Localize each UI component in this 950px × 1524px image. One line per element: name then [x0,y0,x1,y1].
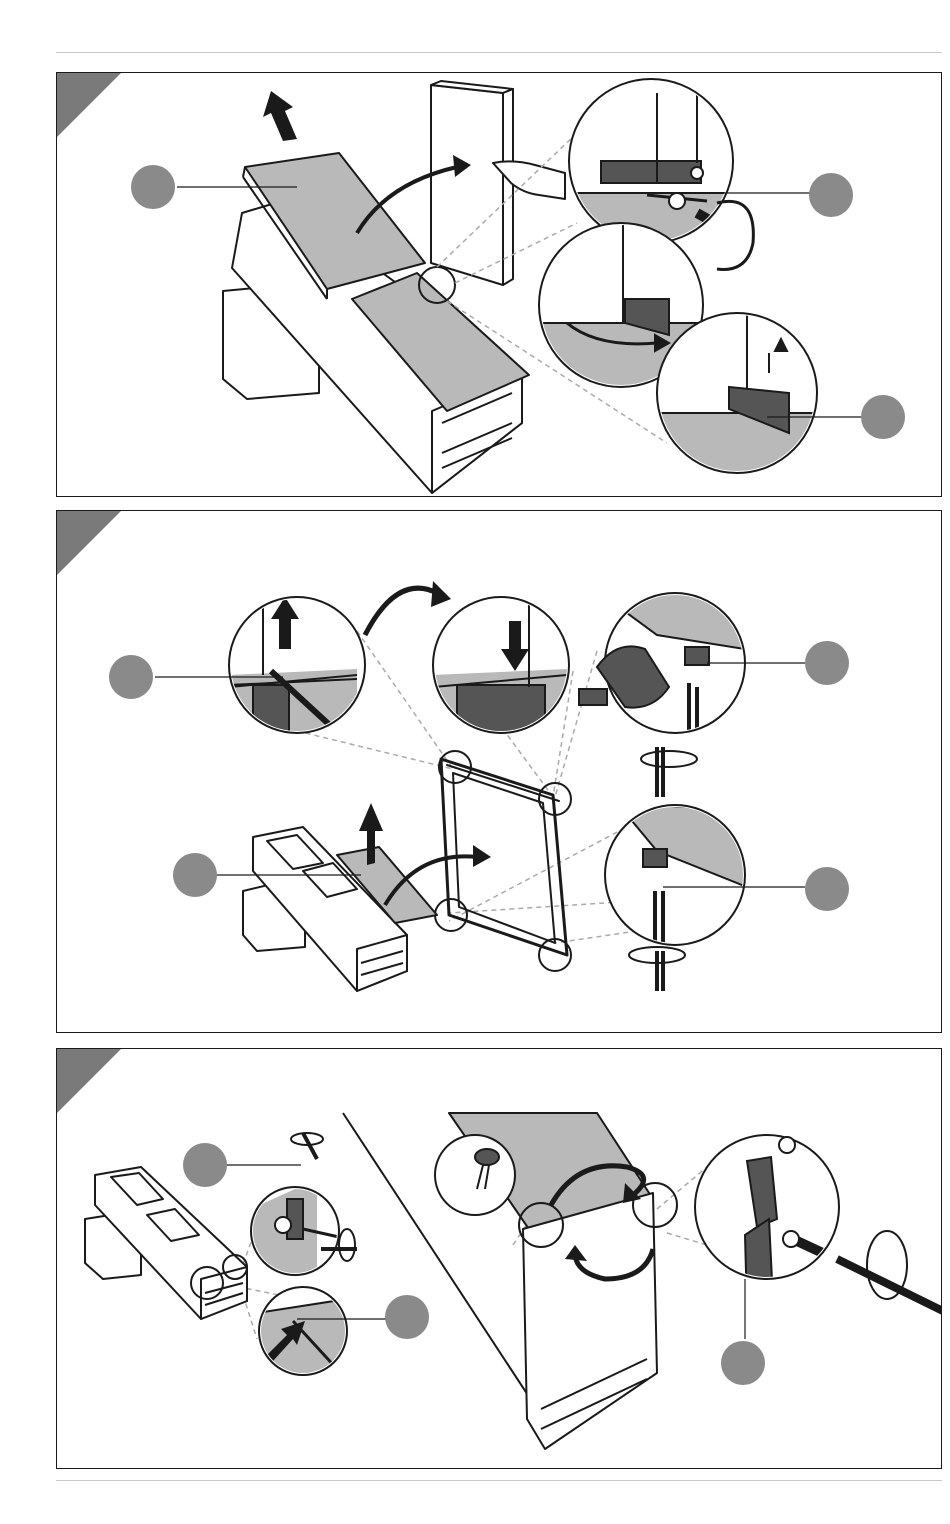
callout-badge [183,1143,227,1187]
step-panel-3 [56,1048,942,1469]
step-3-illustration [57,1049,942,1469]
callout-badge [131,165,175,209]
callout-badge [721,1341,765,1385]
callout-badge [173,853,217,897]
bottom-rule [56,1480,942,1481]
zoom-detail-peg [435,1135,515,1215]
bed-frame-end [523,1193,657,1449]
callout-badge [861,395,905,439]
transfer-arrow [365,588,437,635]
callout-badge [109,655,153,699]
step-panel-1 [56,72,942,497]
foot-part [579,689,607,705]
plug-part [475,1149,499,1165]
step-2-illustration [57,511,942,1033]
callout-badge [385,1295,429,1339]
top-rule [56,52,942,53]
lift-arrow [263,91,297,141]
callout-badge [809,173,853,217]
step-1-illustration [57,73,942,497]
upright-panel [431,85,503,285]
callout-badge [805,867,849,911]
callout-badge [805,641,849,685]
step-panel-2 [56,510,942,1033]
